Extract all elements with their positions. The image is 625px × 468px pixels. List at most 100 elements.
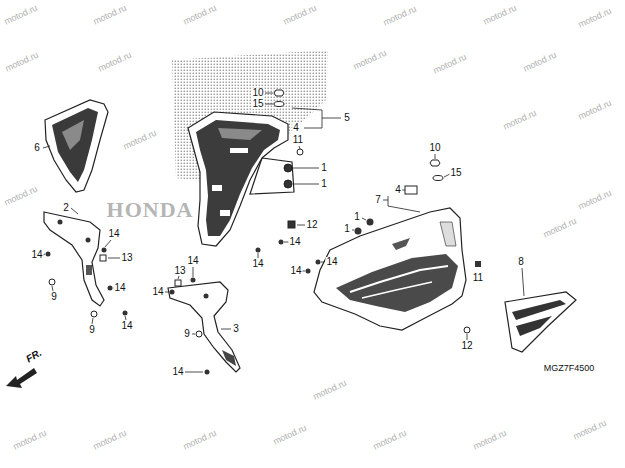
leader-line [383,200,388,201]
watermark: motod.ru [182,3,218,26]
fastener-symbol [204,294,209,299]
watermark: motod.ru [572,418,608,441]
part-outline [440,222,456,246]
watermark: motod.ru [12,428,48,451]
leader-line [297,225,305,226]
fastener-symbol [170,290,175,295]
fastener-symbol [464,327,470,333]
leader-line [388,196,389,206]
watermark: motod.ru [92,428,128,451]
watermark: motod.ru [182,428,218,451]
fastener-symbol [367,219,374,226]
fastener-symbol [284,164,292,172]
part-detail [220,210,230,216]
part-outline [196,120,280,236]
fastener-symbol [274,90,284,96]
part-outline [512,300,566,320]
part-outline [168,282,240,372]
fastener-symbol [430,160,440,166]
fastener-symbol [196,331,202,337]
fastener-symbol [46,252,51,257]
fastener-symbol [355,228,362,235]
part-outline [62,120,84,150]
callout-number: 14 [289,266,302,276]
fastener-symbol [58,220,63,225]
callout-number: 13 [173,266,186,276]
part-detail [100,255,106,261]
fastener-symbol [433,176,443,181]
leader-line [92,318,93,324]
leader-line [293,168,319,169]
callout-number: 14 [30,250,43,260]
part-outline [188,112,288,246]
callout-number: 11 [472,273,484,283]
leader-line [185,372,203,373]
callout-number: 4 [292,123,300,133]
leader-line [388,206,420,212]
leader-line [265,93,273,94]
callout-number: 1 [343,224,351,234]
watermark: motod.ru [272,423,308,446]
watermark: motod.ru [92,3,128,26]
leader-line [322,118,341,119]
part-detail [175,280,181,286]
callout-number: 1 [320,163,328,173]
callout-number: 13 [120,253,133,263]
logo-text: HONDA [107,199,194,221]
leader-line [178,276,179,279]
callout-number: 14 [288,237,301,247]
fastener-symbol [279,240,284,245]
fastener-symbol [123,311,128,316]
watermark: motod.ru [577,6,613,29]
callout-number: 14 [113,283,126,293]
fastener-symbol [316,260,321,265]
part-detail [288,221,295,228]
leader-line [192,334,195,335]
watermark: motod.ru [97,50,133,73]
callout-number: 10 [251,88,264,98]
watermark: motod.ru [3,3,39,26]
fastener-symbol [86,238,91,243]
callout-number: 3 [232,324,240,334]
callout-number: 12 [460,341,473,351]
leader-line [108,258,120,259]
part-detail [86,265,92,275]
fastener-symbol [49,279,55,285]
leader-line [304,110,322,128]
part-outline [314,208,466,330]
leader-line [522,268,524,296]
leader-line [362,218,366,220]
leader-line [221,329,231,330]
callout-number: 12 [305,220,318,230]
callout-number: 9 [50,292,58,302]
fastener-symbol [102,248,107,253]
watermark: motod.ru [382,4,418,27]
leader-line [293,184,319,185]
leader-line [165,292,169,293]
part-outline [6,368,37,388]
fastener-symbol [91,311,97,317]
callout-number: 14 [107,229,120,239]
fastener-symbol [205,370,210,375]
part-detail [212,185,222,191]
watermark: motod.ru [542,216,578,239]
leader-line [299,146,300,149]
callout-number: 7 [374,195,382,205]
callout-number: 10 [428,143,441,153]
watermark: motod.ru [577,188,613,211]
leader-line [71,208,78,214]
leader-line [265,104,273,105]
callout-number: 9 [88,325,96,335]
callout-number: 14 [325,257,338,267]
watermark: motod.ru [522,50,558,73]
callout-number: 1 [320,179,328,189]
fastener-symbol [306,269,311,274]
part-outline [52,108,98,182]
callout-number: 5 [343,113,351,123]
callout-number: 1 [353,212,361,222]
callout-number: 8 [517,257,525,267]
part-detail [405,186,417,194]
part-outline [222,350,236,366]
callout-number: 6 [33,143,41,153]
